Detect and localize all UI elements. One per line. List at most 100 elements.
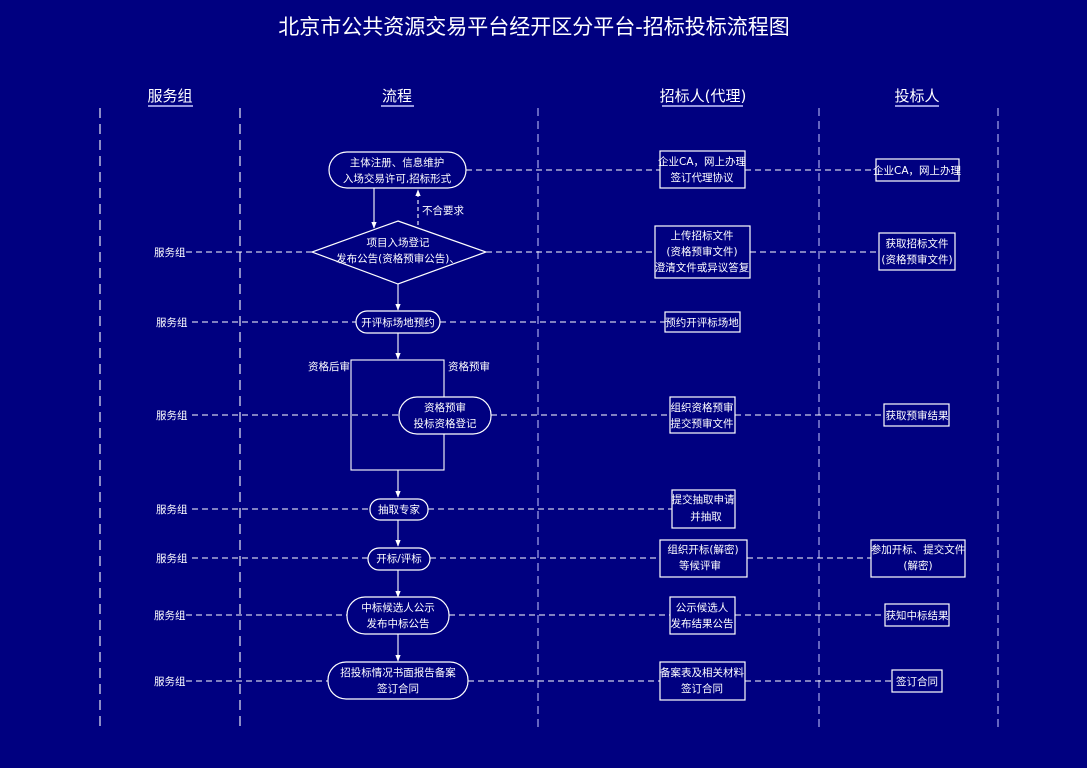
box-text: 签订合同: [681, 682, 723, 695]
box-shape: [669, 396, 736, 434]
process-text: 签订合同: [377, 682, 419, 695]
bidder-steps: 企业CA，网上办理 获取招标文件 (资格预审文件) 获取预审结果 参加开标、提交…: [870, 158, 966, 693]
tenderer-box-publicity[interactable]: 公示候选人 发布结果公告: [669, 596, 736, 635]
box-shape: [883, 403, 950, 427]
diagram-title: 北京市公共资源交易平台经开区分平台-招标投标流程图: [278, 15, 790, 39]
process-text: 发布公告(资格预审公告)、: [336, 252, 460, 265]
process-step-bid-opening[interactable]: 开标/评标: [367, 547, 431, 571]
box-shape: [884, 603, 950, 627]
bidder-box-contract[interactable]: 签订合同: [891, 669, 943, 693]
box-text: 获取招标文件: [886, 237, 949, 250]
lane-header-tenderer: 招标人(代理): [660, 87, 747, 105]
box-text: (资格预审文件): [666, 245, 737, 258]
process-text: 开标/评标: [376, 553, 422, 565]
box-text: 提交预审文件: [671, 417, 734, 430]
box-shape: [659, 539, 748, 578]
box-text: 公示候选人: [676, 601, 729, 614]
box-shape: [654, 225, 751, 279]
terminal-shape: [346, 596, 450, 635]
process-step-venue-booking[interactable]: 开评标场地预约: [355, 310, 441, 334]
box-text: (资格预审文件): [881, 253, 952, 266]
box-text: 等候评审: [679, 559, 721, 572]
tenderer-box-opening[interactable]: 组织开标(解密) 等候评审: [659, 539, 748, 578]
box-text: 企业CA，网上办理: [873, 164, 962, 177]
process-step-register[interactable]: 主体注册、信息维护 入场交易许可,招标形式: [328, 151, 467, 189]
lane-header-process: 流程: [382, 87, 412, 105]
service-labels: 服务组 服务组 服务组 服务组 服务组 服务组 服务组: [154, 246, 188, 688]
tenderer-box-filing[interactable]: 备案表及相关材料 签订合同: [659, 661, 746, 701]
box-shape: [669, 596, 736, 635]
pre-review-label: 资格预审: [448, 360, 490, 373]
box-shape: [671, 489, 736, 529]
process-text: 投标资格登记: [414, 417, 477, 430]
bidder-box-ca[interactable]: 企业CA，网上办理: [873, 158, 962, 182]
box-text: 发布结果公告: [671, 617, 734, 630]
process-text: 项目入场登记: [367, 236, 430, 249]
terminal-shape: [369, 498, 429, 521]
process-text: 中标候选人公示: [361, 601, 435, 614]
terminal-shape: [327, 661, 469, 700]
box-text: 获取预审结果: [886, 409, 949, 422]
process-steps: 主体注册、信息维护 入场交易许可,招标形式 项目入场登记 发布公告(资格预审公告…: [310, 151, 492, 700]
process-text: 开评标场地预约: [361, 316, 435, 329]
service-label: 服务组: [156, 316, 188, 329]
bidder-box-opening[interactable]: 参加开标、提交文件 (解密): [870, 539, 966, 578]
bidder-box-prequal-result[interactable]: 获取预审结果: [883, 403, 950, 427]
process-text: 主体注册、信息维护: [350, 156, 445, 169]
service-label: 服务组: [156, 409, 188, 422]
tenderer-box-venue[interactable]: 预约开评标场地: [664, 311, 741, 333]
box-shape: [878, 232, 956, 271]
tenderer-box-prequal[interactable]: 组织资格预审 提交预审文件: [669, 396, 736, 434]
service-label: 服务组: [156, 552, 188, 565]
tenderer-box-upload-docs[interactable]: 上传招标文件 (资格预审文件) 澄清文件或异议答复: [654, 225, 751, 279]
box-text: 获知中标结果: [886, 609, 949, 622]
box-text: 签订合同: [896, 675, 938, 688]
tenderer-box-ca-agency[interactable]: 企业CA，网上办理 签订代理协议: [658, 150, 747, 189]
process-text: 入场交易许可,招标形式: [343, 172, 452, 185]
terminal-shape: [398, 396, 492, 435]
process-text: 资格预审: [424, 401, 466, 414]
process-text: 招投标情况书面报告备案: [340, 666, 456, 679]
lane-separators: [99, 108, 999, 728]
box-shape: [664, 311, 741, 333]
reject-label: 不合要求: [422, 204, 464, 217]
lane-headers: 服务组 流程 招标人(代理) 投标人: [147, 87, 940, 107]
box-text: 备案表及相关材料: [660, 666, 744, 679]
tenderer-box-expert[interactable]: 提交抽取申请 并抽取: [671, 489, 736, 529]
terminal-shape: [328, 151, 467, 189]
box-shape: [870, 539, 966, 578]
lane-header-bidder: 投标人: [894, 87, 939, 105]
box-shape: [659, 661, 746, 701]
bidder-box-get-docs[interactable]: 获取招标文件 (资格预审文件): [878, 232, 956, 271]
box-text: 组织资格预审: [671, 401, 734, 414]
process-step-prequalification[interactable]: 资格预审 投标资格登记: [398, 396, 492, 435]
box-text: 提交抽取申请: [672, 493, 735, 506]
service-label: 服务组: [154, 609, 186, 622]
process-step-award-notice[interactable]: 中标候选人公示 发布中标公告: [346, 596, 450, 635]
service-label: 服务组: [154, 246, 186, 259]
row-connectors: [186, 169, 892, 682]
box-text: 澄清文件或异议答复: [655, 261, 750, 274]
decision-shape: [310, 220, 488, 285]
service-label: 服务组: [156, 503, 188, 516]
process-text: 抽取专家: [378, 503, 420, 516]
process-step-project-entry[interactable]: 项目入场登记 发布公告(资格预审公告)、: [310, 220, 488, 285]
box-text: 签订代理协议: [671, 171, 734, 184]
box-text: 企业CA，网上办理: [658, 155, 747, 168]
bidder-box-award-result[interactable]: 获知中标结果: [884, 603, 950, 627]
process-step-filing-contract[interactable]: 招投标情况书面报告备案 签订合同: [327, 661, 469, 700]
box-text: 预约开评标场地: [665, 316, 739, 329]
box-text: (解密): [903, 559, 932, 572]
box-shape: [659, 150, 746, 189]
box-text: 组织开标(解密): [667, 543, 738, 556]
lane-header-service: 服务组: [147, 87, 192, 105]
terminal-shape: [367, 547, 431, 571]
process-step-expert-selection[interactable]: 抽取专家: [369, 498, 429, 521]
box-shape: [875, 158, 960, 182]
terminal-shape: [355, 310, 441, 334]
box-shape: [891, 669, 943, 693]
post-review-label: 资格后审: [308, 360, 350, 373]
service-label: 服务组: [154, 675, 186, 688]
box-text: 上传招标文件: [671, 229, 734, 242]
